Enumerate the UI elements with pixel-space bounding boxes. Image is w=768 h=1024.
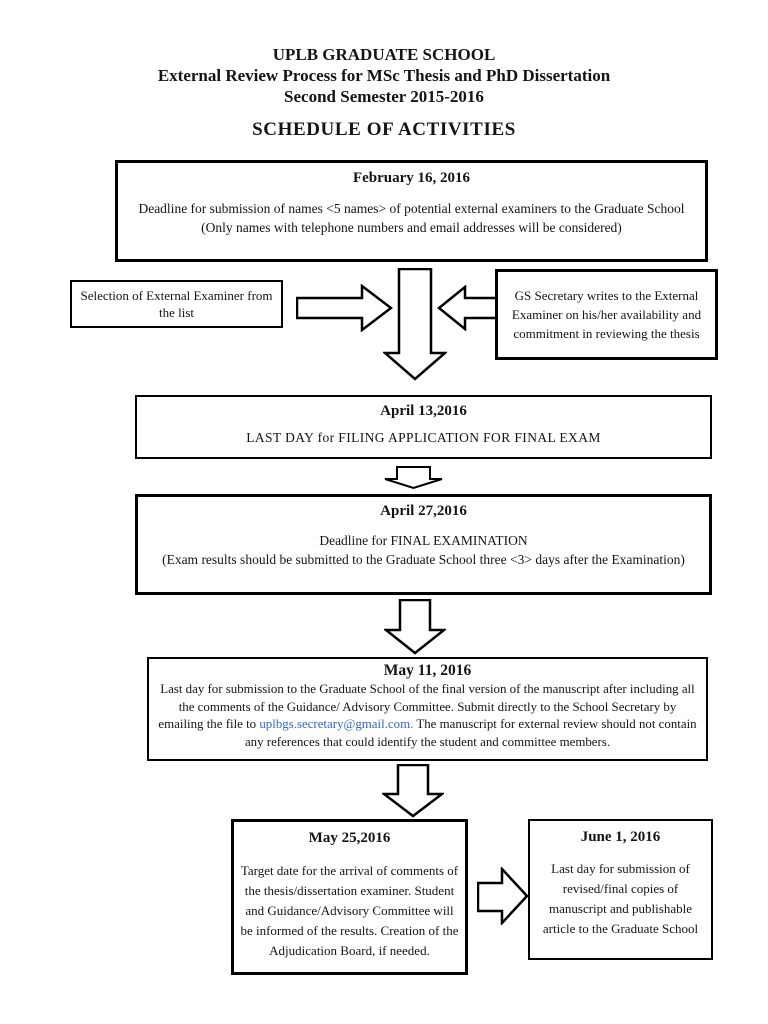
flow-box-june1-title: June 1, 2016 (580, 829, 661, 845)
flow-box-april27-body-line1: Deadline for FINAL EXAMINATION (319, 533, 528, 548)
flow-box-may25-body: Target date for the arrival of comments … (240, 863, 459, 958)
flow-box-feb16-body: Deadline for submission of names <5 name… (138, 201, 685, 235)
section-title: SCHEDULE OF ACTIVITIES (252, 119, 516, 140)
flow-box-feb16-title: February 16, 2016 (352, 170, 471, 186)
flow-box-selection-body: Selection of External Examiner from the … (80, 288, 273, 320)
header-line-2: External Review Process for MSc Thesis a… (157, 66, 611, 85)
flow-box-may11-body-pre: Last day for submission to the Graduate … (158, 682, 695, 731)
flow-box-june1: June 1, 2016 Last day for submission of … (528, 819, 713, 960)
down-block-arrow-medium-icon (384, 599, 446, 655)
right-block-arrow-small-icon (477, 867, 529, 925)
flow-box-gs-secretary-body: GS Secretary writes to the External Exam… (511, 288, 702, 341)
flow-box-april27-title: April 27,2016 (380, 503, 467, 519)
flow-box-may11-body-post: The manuscript for external review shoul… (244, 717, 697, 749)
flow-box-april27-body-line2: (Exam results should be submitted to the… (162, 552, 685, 567)
flow-box-may25-title: May 25,2016 (308, 830, 391, 846)
flow-box-may11-body: Last day for submission to the Graduate … (149, 681, 706, 751)
header-line-3: Second Semester 2015-2016 (284, 87, 484, 106)
flow-box-feb16: February 16, 2016 Deadline for submissio… (115, 160, 708, 262)
flow-box-april13-body: LAST DAY for FILING APPLICATION FOR FINA… (246, 430, 601, 445)
right-block-arrow-icon (296, 284, 393, 332)
flow-box-april13-title: April 13,2016 (380, 403, 467, 419)
flow-box-selection: Selection of External Examiner from the … (70, 280, 283, 328)
flow-box-may25: May 25,2016 Target date for the arrival … (231, 819, 468, 975)
flow-box-may11: May 11, 2016 Last day for submission to … (147, 657, 708, 761)
header-line-1: UPLB GRADUATE SCHOOL (272, 45, 496, 64)
flow-box-april13: April 13,2016 LAST DAY for FILING APPLIC… (135, 395, 712, 459)
flow-box-gs-secretary: GS Secretary writes to the External Exam… (495, 269, 718, 360)
down-block-arrow-large-icon (383, 268, 447, 381)
down-block-arrow-small-icon (383, 466, 444, 490)
flow-box-april27: April 27,2016 Deadline for FINAL EXAMINA… (135, 494, 712, 595)
flow-box-may11-title: May 11, 2016 (383, 662, 472, 679)
email-link[interactable]: uplbgs.secretary@gmail.com. (259, 717, 414, 731)
flow-box-june1-body: Last day for submission of revised/final… (542, 861, 699, 936)
document-header: UPLB GRADUATE SCHOOL External Review Pro… (0, 44, 768, 107)
down-block-arrow-medium2-icon (382, 764, 444, 818)
